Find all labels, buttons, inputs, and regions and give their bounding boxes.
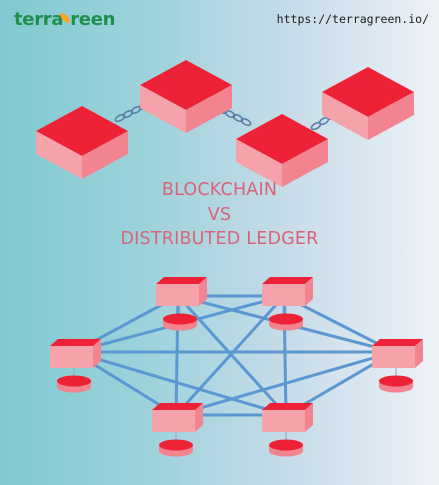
logo-text-suffix: reen xyxy=(70,9,116,30)
network-node-right xyxy=(371,338,424,393)
network-node-bottom-right xyxy=(261,402,314,457)
distributed-ledger-diagram xyxy=(49,276,424,457)
network-node-top-right xyxy=(261,276,314,331)
title-line-2: VS xyxy=(207,205,232,225)
network-node-left xyxy=(49,338,102,393)
blockchain-diagram xyxy=(36,60,414,187)
title-line-1: BLOCKCHAIN xyxy=(161,180,278,200)
network-connections xyxy=(73,294,395,417)
logo-text-prefix: terra xyxy=(14,9,64,30)
leaf-icon xyxy=(60,13,71,23)
website-url[interactable]: https://terragreen.io/ xyxy=(276,12,429,26)
block-2 xyxy=(140,60,232,133)
network-node-top-left xyxy=(155,276,208,331)
block-1 xyxy=(36,106,128,179)
network-node-bottom-left xyxy=(151,402,204,457)
terragreen-logo[interactable]: terra reen xyxy=(14,9,115,30)
block-4 xyxy=(322,67,414,140)
title-line-3: DISTRIBUTED LEDGER xyxy=(120,229,319,249)
